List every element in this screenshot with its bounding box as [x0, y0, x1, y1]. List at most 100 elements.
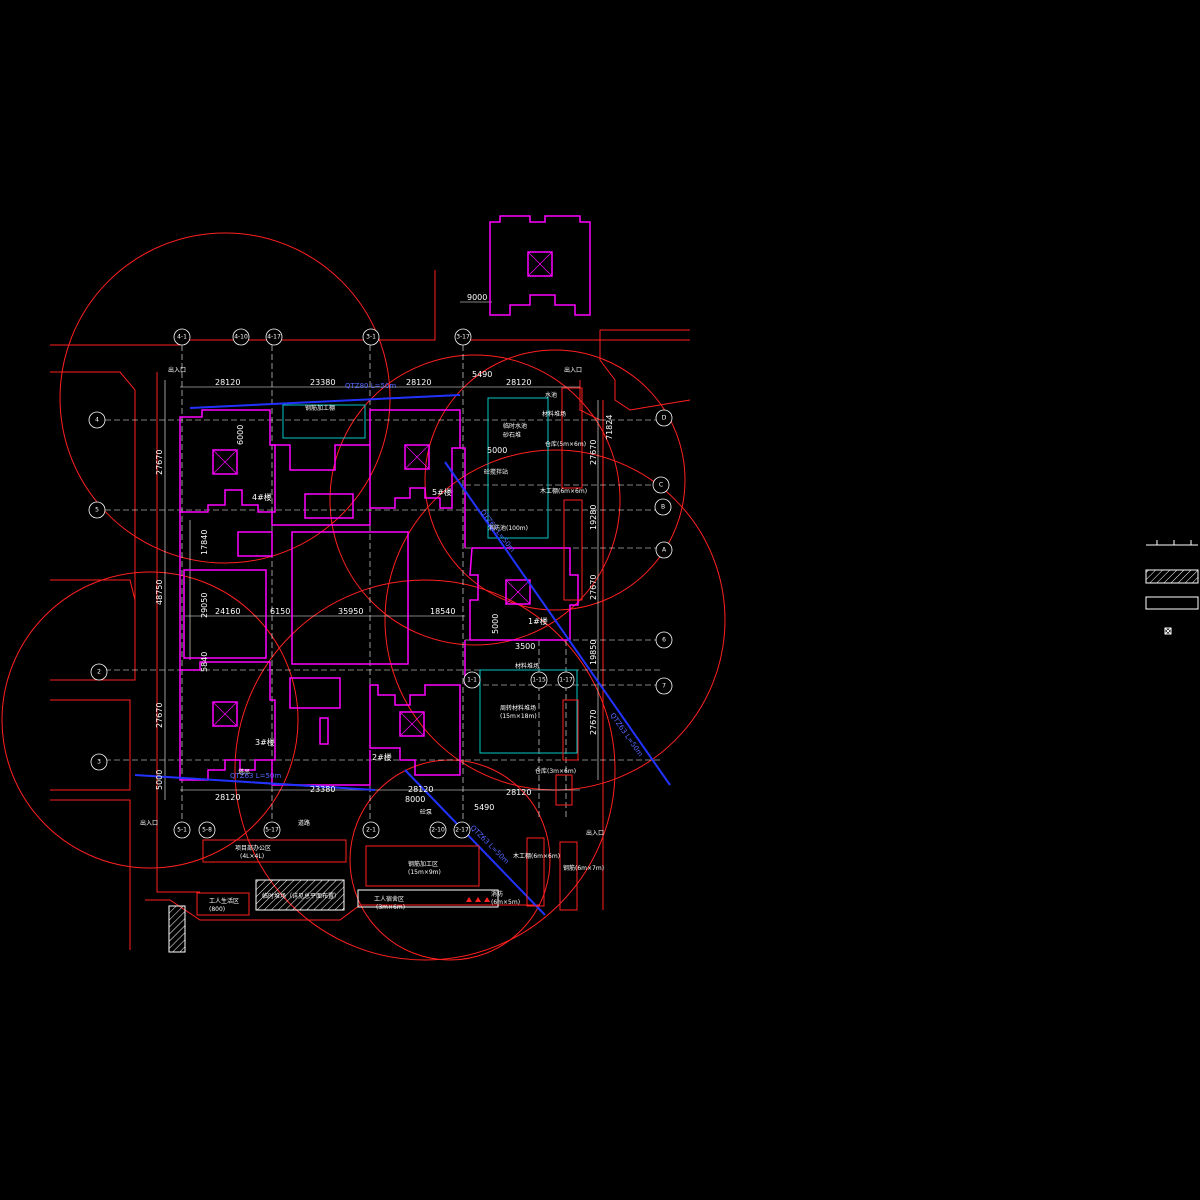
cyan-area-e	[479, 669, 578, 754]
dim-inner-c: 24160	[215, 607, 240, 616]
building-label-5: 5#楼	[432, 487, 452, 497]
axis-text-1-17: 1-17	[559, 677, 573, 684]
axis-bubble-l-4	[88, 411, 106, 429]
building-label-1: 1#楼	[528, 616, 548, 626]
road-west-2	[50, 579, 136, 601]
label-ne-cyan-b: 砂石堆	[503, 431, 521, 439]
axis-bubble-texts: 4-1 4-10 4-17 3-1 3-17 5-1 5-8 5-17 2-1 …	[95, 334, 667, 834]
podium-center	[291, 531, 409, 665]
dim-top-c: 28120	[406, 378, 431, 387]
core-x-5b	[404, 444, 430, 470]
facility-ne-a	[561, 387, 583, 489]
axis-text-1-1: 1-1	[467, 677, 477, 684]
label-office-block: 钢筋加工区	[408, 860, 438, 868]
label-main-office-sub: (4L×4L)	[240, 853, 264, 860]
axis-text-4-1: 4-1	[177, 334, 187, 341]
blue-lines	[134, 394, 671, 916]
axis-bubble-5-17	[263, 821, 281, 839]
buildings	[179, 215, 591, 786]
road-west-4	[50, 799, 131, 950]
crane-note-top: QTZ80 L=50m	[345, 382, 396, 390]
axis-text-r-d: D	[662, 415, 667, 422]
axis-bubble-3-1	[362, 328, 380, 346]
dim-top-a: 28120	[215, 378, 240, 387]
building-top-outline	[489, 215, 591, 316]
label-cyan-box: 周转材料堆场	[500, 704, 536, 712]
road-west	[50, 371, 136, 681]
blue-line-sw	[134, 774, 376, 791]
white-facilities	[357, 889, 499, 908]
dim-right-d: 27670	[589, 575, 598, 600]
axis-bubble-l-3	[90, 753, 108, 771]
building-top-core	[527, 251, 553, 277]
axis-bubble-5-1	[173, 821, 191, 839]
axis-text-2-10: 2-10	[431, 827, 445, 834]
hatched-area-sw	[168, 905, 186, 953]
crane-note-c4: QTZ63 L=50m	[469, 824, 511, 866]
podium-slot	[319, 717, 329, 745]
label-ne-cyan-a: 临时水池	[503, 422, 527, 430]
axis-bubble-r-6	[655, 631, 673, 649]
label-mech-a: 木工棚(6m×6m)	[513, 852, 560, 860]
label-material-a: 材料堆场	[542, 410, 566, 418]
axis-text-5-8: 5-8	[202, 827, 212, 834]
dim-inner-f: 18540	[430, 607, 455, 616]
building-label-3: 3#楼	[255, 737, 275, 747]
axis-bubbles	[88, 328, 673, 839]
dim-inner-g: 5840	[200, 652, 209, 672]
label-mech-c: 仓库(3m×6m)	[535, 767, 576, 775]
stair-core-marks	[212, 251, 553, 737]
label-office-block-sub: (15m×9m)	[408, 869, 441, 876]
building-1-core	[505, 579, 531, 605]
label-gate-ne: 出入口	[564, 366, 582, 374]
dim-inner-d: 6150	[270, 607, 290, 616]
label-mixing: 砼搅拌站	[484, 468, 508, 476]
site-roads	[50, 270, 691, 950]
facility-office-block	[365, 845, 480, 887]
hatched-areas	[168, 879, 345, 953]
label-ne-small: 消防池(100m)	[488, 524, 528, 532]
dim-right-e: 19850	[589, 640, 598, 665]
building-label-4: 4#楼	[252, 492, 272, 502]
building-1-outline	[469, 547, 579, 641]
label-workers: 工人宿舍区	[374, 895, 404, 903]
podium-west	[183, 569, 267, 659]
dim-top-b: 23380	[310, 378, 335, 387]
dim-right-a: 71824	[605, 415, 614, 440]
axis-text-l-5: 5	[95, 507, 99, 514]
label-worker-block: 工人生活区	[209, 897, 239, 905]
dim-top-e: 28120	[506, 378, 531, 387]
dim-inner-k: 6000	[236, 425, 245, 445]
axis-bubble-5-8	[198, 821, 216, 839]
dim-top-d: 5490	[472, 370, 492, 379]
axis-bubble-2-10	[429, 821, 447, 839]
cyan-area-ne	[487, 397, 549, 539]
hydrant-icon	[466, 897, 472, 902]
crane-circle-n	[329, 354, 621, 646]
road-west-3	[50, 699, 131, 791]
axis-text-r-6: 6	[662, 637, 666, 644]
core-x-1b	[505, 579, 531, 605]
axis-text-l-3: 3	[97, 759, 101, 766]
crane-note-c3: QTZ63 L=50m	[230, 772, 281, 780]
label-rebar-shed: 钢筋加工棚	[305, 404, 335, 412]
core-x-4b	[212, 449, 238, 475]
legend-hydrant-icon	[1164, 627, 1172, 635]
dim-inner-h: 5000	[491, 614, 500, 634]
road-e	[579, 380, 601, 421]
dimension-texts: 28120 23380 28120 5490 28120 9000 28120 …	[155, 293, 614, 812]
axis-bubble-l-5	[88, 501, 106, 519]
axis-bubble-4-1	[173, 328, 191, 346]
site-fence-south	[145, 899, 540, 921]
axis-bubble-2-17	[453, 821, 471, 839]
axis-bubble-r-7	[655, 677, 673, 695]
legend-hatched-icon	[1145, 569, 1199, 584]
label-storage: 仓库(5m×6m)	[545, 440, 586, 448]
label-wood-shed: 木工棚(6m×6m)	[540, 487, 587, 495]
facility-main-office	[202, 839, 347, 863]
dimension-lines	[164, 301, 599, 800]
axis-bubble-r-b	[654, 498, 672, 516]
label-gate-nw: 出入口	[168, 366, 186, 374]
core-x-2b	[399, 711, 425, 737]
